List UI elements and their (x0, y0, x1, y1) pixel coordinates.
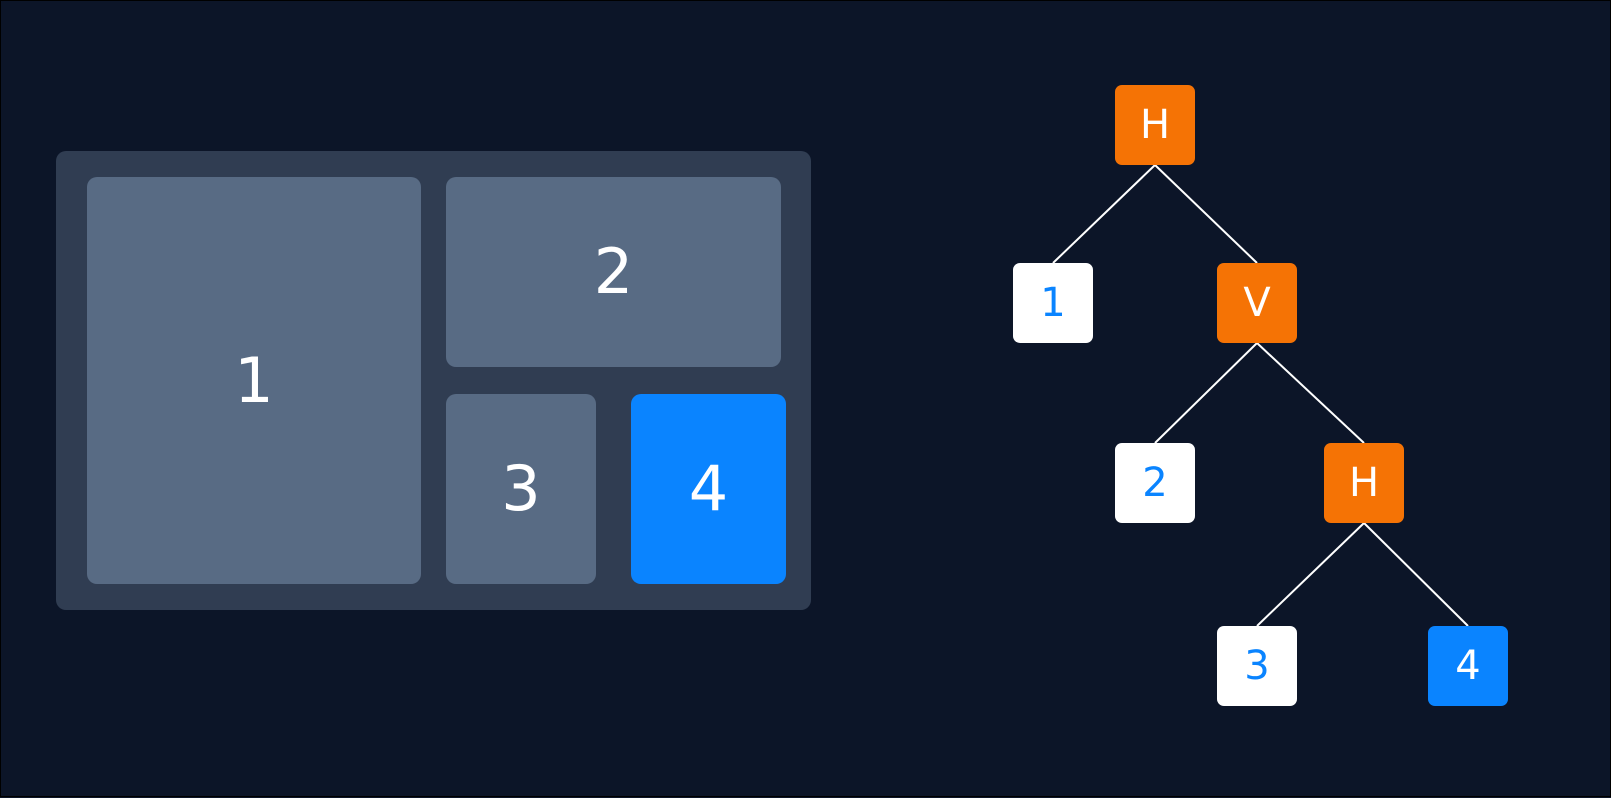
window-2-label: 2 (593, 235, 634, 308)
window-4-focused[interactable]: 4 (631, 394, 786, 584)
tree-node-split-v[interactable]: V (1217, 263, 1297, 343)
window-1[interactable]: 1 (87, 177, 421, 584)
edge-split-h-leaf-4 (1363, 522, 1469, 627)
window-4-label: 4 (688, 452, 729, 525)
window-1-label: 1 (234, 343, 274, 417)
tree-leaf-4-label: 4 (1455, 643, 1481, 689)
tree-node-split-h-label: H (1348, 460, 1380, 506)
window-2[interactable]: 2 (446, 177, 781, 367)
window-3-label: 3 (501, 452, 541, 525)
edge-split-v-leaf-2 (1154, 342, 1258, 444)
edge-split-v-split-h (1256, 342, 1365, 444)
edge-root-split-v (1154, 164, 1258, 264)
tree-node-root-label: H (1139, 102, 1171, 148)
window-3[interactable]: 3 (446, 394, 596, 584)
tree-leaf-1[interactable]: 1 (1013, 263, 1093, 343)
tree-node-split-v-label: V (1243, 280, 1271, 326)
tree-node-root-h[interactable]: H (1115, 85, 1195, 165)
edge-split-h-leaf-3 (1256, 522, 1365, 627)
tree-leaf-2[interactable]: 2 (1115, 443, 1195, 523)
tree-node-split-h[interactable]: H (1324, 443, 1404, 523)
tree-leaf-3[interactable]: 3 (1217, 626, 1297, 706)
tree-leaf-2-label: 2 (1142, 460, 1168, 506)
tree-leaf-4-focused[interactable]: 4 (1428, 626, 1508, 706)
edge-root-leaf-1 (1052, 164, 1156, 264)
window-layout: 1 2 3 4 (56, 151, 811, 610)
tree-leaf-3-label: 3 (1244, 643, 1270, 689)
tree-leaf-1-label: 1 (1040, 280, 1066, 326)
